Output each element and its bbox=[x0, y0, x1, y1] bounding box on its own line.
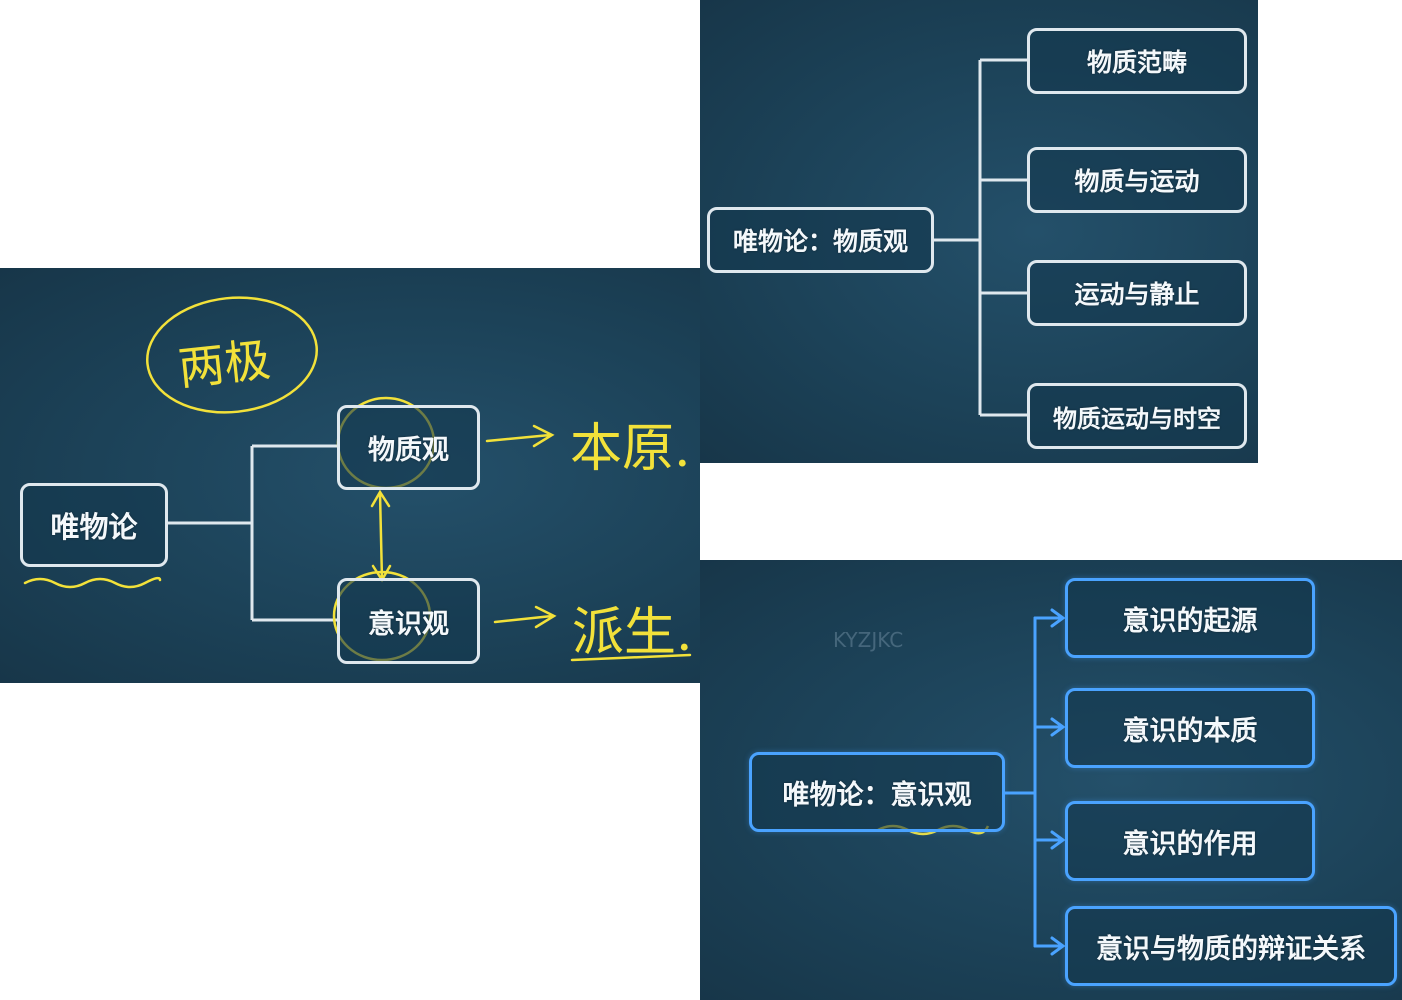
underline-result bbox=[570, 653, 692, 662]
node-origin-of-consciousness: 意识的起源 bbox=[1065, 578, 1315, 658]
watermark-text: KYZJKC bbox=[833, 628, 904, 652]
node-dialectical-relation: 意识与物质的辩证关系 bbox=[1065, 906, 1397, 986]
underline-root bbox=[23, 576, 162, 589]
annotation-origin: 本原. bbox=[570, 419, 691, 479]
annotation-derived: 派生. bbox=[572, 603, 693, 663]
double-arrow bbox=[370, 489, 392, 583]
node-root-consciousness-view: 唯物论：意识观 bbox=[749, 752, 1005, 832]
node-material-category: 物质范畴 bbox=[1027, 28, 1247, 94]
node-essence-of-consciousness: 意识的本质 bbox=[1065, 688, 1315, 768]
node-consciousness-view: 意识观 bbox=[337, 578, 480, 664]
diagram-material-view: 唯物论：物质观 物质范畴 物质与运动 运动与静止 物质运动与时空 bbox=[700, 0, 1258, 463]
node-matter-and-motion: 物质与运动 bbox=[1027, 147, 1247, 213]
node-root-materialism: 唯物论 bbox=[20, 483, 168, 567]
annotation-circle-outline bbox=[146, 296, 318, 414]
diagram-materialism-overview: 唯物论 物质观 意识观 两极 本原. 派生. bbox=[0, 268, 700, 683]
arrow-bottom bbox=[493, 605, 557, 629]
annotation-two-poles: 两极 bbox=[175, 332, 273, 396]
node-material-view: 物质观 bbox=[337, 405, 480, 490]
node-root-material-view: 唯物论：物质观 bbox=[707, 207, 934, 273]
diagram-consciousness-view: KYZJKC 唯物论：意识观 意识的起源 意识的本质 意识的作用 意识与物质的辩… bbox=[700, 560, 1402, 1000]
connector-lines-material bbox=[933, 58, 1027, 417]
arrow-top bbox=[485, 424, 555, 448]
node-motion-and-spacetime: 物质运动与时空 bbox=[1027, 383, 1247, 449]
node-role-of-consciousness: 意识的作用 bbox=[1065, 801, 1315, 881]
node-motion-and-rest: 运动与静止 bbox=[1027, 260, 1247, 326]
